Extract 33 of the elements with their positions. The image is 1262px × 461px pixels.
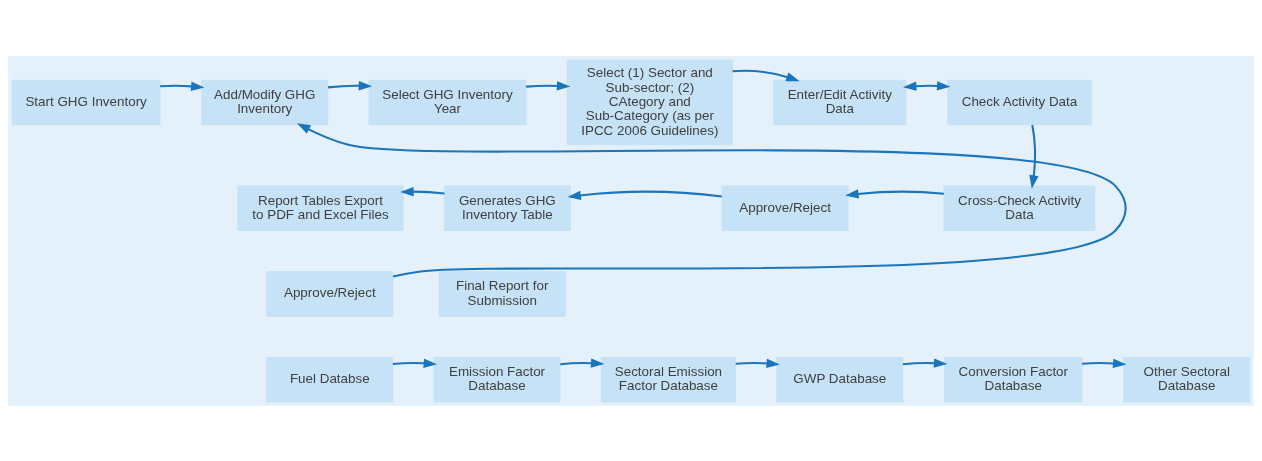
node-box: Approve/Reject [266,270,394,317]
arrow [903,80,951,91]
node-box: Other Sectoral Database [1123,356,1251,402]
node-box: Generates GHG Inventory Table [443,185,571,231]
node-box: GWP Database [776,356,904,402]
arrow [296,122,1127,277]
arrow [1081,358,1127,368]
node-box: Select GHG Inventory Year [368,79,527,125]
node-box: Cross-Check Activity Data [943,185,1096,231]
arrow [732,69,800,81]
node-box: Final Report for Submission [438,270,566,317]
node-box: Enter/Edit Activity Data [773,79,907,125]
arrow [1029,124,1039,189]
node-box: Fuel Databse [266,356,394,402]
node-box: Select (1) Sector and Sub-sector; (2) CAtegory and Sub-Category (as per IPCC 2006 Guidelines) [566,59,733,145]
node-box: Approve/Reject [721,185,849,231]
arrow [902,357,948,368]
arrow [160,81,205,91]
arrow [735,358,780,368]
node-box: Check Activity Data [947,79,1092,125]
arrow [327,80,373,90]
node-box: Sectoral Emission Factor Database [600,356,737,402]
node-box: Conversion Factor Database [944,356,1083,402]
node-box: Start GHG Inventory [11,79,161,125]
arrow [400,186,445,196]
arrow [560,357,605,368]
arrow [567,190,722,200]
arrow [526,80,571,91]
node-box: Add/Modify GHG Inventory [201,79,329,125]
node-box: Report Tables Export to PDF and Excel Files [237,185,404,231]
node-box: Emission Factor Database [433,356,561,402]
arrow [845,188,944,199]
arrow [392,358,438,368]
